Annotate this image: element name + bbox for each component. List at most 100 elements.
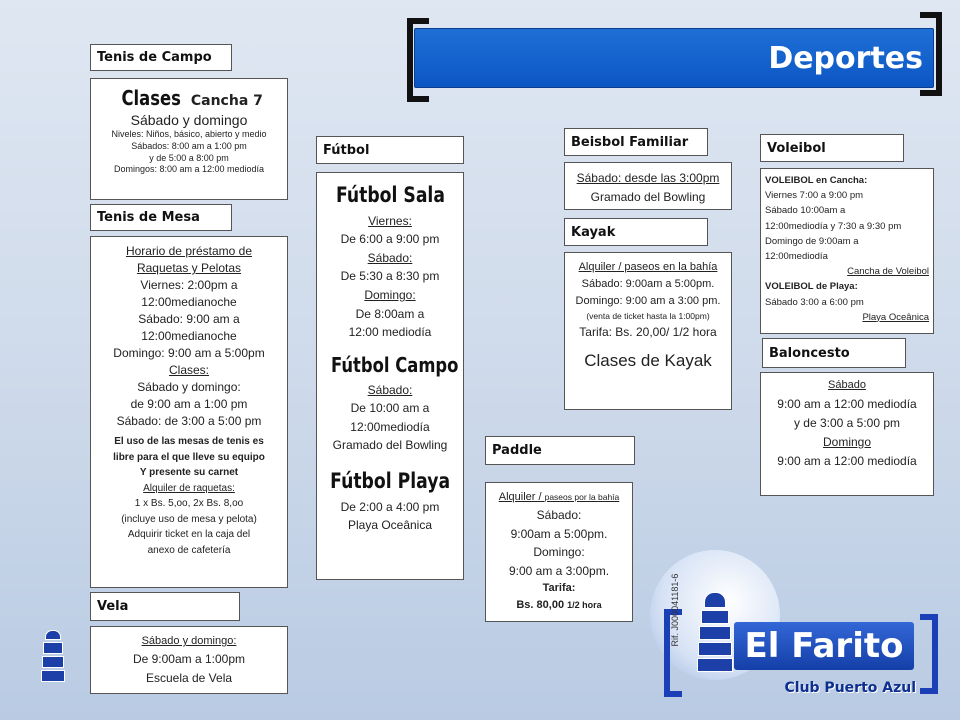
tm-clases-h2: Sábado: de 3:00 a 5:00 pm	[116, 414, 262, 429]
voleibol-cancha-title: VOLEIBOL en Cancha:	[765, 175, 868, 186]
voleibol-l3: 12:00mediodía y 7:30 a 9:30 pm	[765, 220, 902, 232]
clases-label: Clases	[121, 86, 181, 110]
tm-alquiler: Alquiler de raquetas:	[143, 482, 235, 494]
tm-sabado2: 12:00medianoche	[141, 329, 237, 344]
voleibol-box: VOLEIBOL en Cancha: Viernes 7:00 a 9:00 …	[760, 168, 934, 334]
vela-header: Vela	[90, 592, 240, 621]
tm-viernes2: 12:00medianoche	[141, 295, 237, 310]
kayak-domingo: Domingo: 9:00 am a 3:00 pm.	[575, 295, 721, 308]
paddle-sabado-h: 9:00am a 5:00pm.	[510, 526, 608, 541]
voleibol-playa-h: Sábado 3:00 a 6:00 pm	[765, 296, 864, 308]
tm-incluye: (incluye uso de mesa y pelota)	[121, 513, 257, 525]
tm-alquiler-block: Alquiler de raquetas: 1 x Bs. 5,oo, 2x B…	[91, 481, 287, 559]
page-title: Deportes	[768, 40, 923, 76]
paddle-precio-b: 1/2 hora	[567, 600, 602, 611]
baloncesto-h2: y de 3:00 a 5:00 pm	[793, 415, 901, 430]
voleibol-l1: Viernes 7:00 a 9:00 pm	[765, 190, 864, 202]
futbol-campo-lugar: Gramado del Bowling	[332, 438, 448, 453]
tm-adquirir2: anexo de cafetería	[147, 544, 231, 556]
kayak-alquiler: Alquiler / paseos en la bahía	[578, 261, 718, 273]
kayak-box: Alquiler / paseos en la bahía Sábado: 9:…	[564, 252, 732, 410]
baloncesto-sabado: Sábado	[828, 379, 866, 391]
futbol-domingo-h1: De 8:00am a	[355, 306, 425, 321]
logo-bracket-left	[664, 609, 682, 697]
tenis-campo-niveles: Niveles: Niños, básico, abierto y medio	[111, 129, 267, 140]
futbol-viernes: Viernes:	[368, 213, 412, 228]
futbol-header: Fútbol	[316, 136, 464, 164]
futbol-campo-h2: 12:00mediodía	[350, 419, 430, 434]
voleibol-l4: Domingo de 9:00am a	[765, 235, 859, 247]
paddle-domingo-h: 9:00 am a 3:00pm.	[508, 563, 610, 578]
vela-box: Sábado y domingo: De 9:00am a 1:00pm Esc…	[90, 626, 288, 694]
tenis-campo-dias: Sábado y domingo	[130, 112, 248, 128]
paddle-alquiler-a: Alquiler /	[498, 491, 542, 503]
tenis-campo-sabados: Sábados: 8:00 am a 1:00 pm	[131, 140, 247, 151]
paddle-sabado: Sábado:	[536, 508, 582, 523]
futbol-playa-title: Fútbol Playa	[330, 469, 451, 494]
tenis-mesa-box: Horario de préstamo de Raquetas y Pelota…	[90, 236, 288, 588]
tm-domingo: Domingo: 9:00 am a 5:00pm	[113, 346, 265, 361]
banner-bracket-right	[920, 12, 942, 96]
futbol-campo-sabado: Sábado:	[367, 382, 413, 397]
tm-sabado1: Sábado: 9:00 am a	[138, 312, 240, 327]
paddle-alquiler-b: paseos por la bahía	[544, 492, 620, 502]
tenis-campo-domingos: Domingos: 8:00 am a 12:00 mediodía	[113, 164, 265, 175]
tm-viernes1: Viernes: 2:00pm a	[140, 278, 238, 293]
voleibol-l2: Sábado 10:00am a	[765, 205, 846, 217]
lighthouse-icon	[40, 630, 66, 684]
tm-adquirir1: Adquirir ticket en la caja del	[127, 529, 251, 541]
tm-clases-h1: de 9:00 am a 1:00 pm	[130, 397, 248, 412]
tm-uso1: El uso de las mesas de tenis es	[114, 436, 264, 448]
baloncesto-domingo: Domingo	[822, 434, 872, 449]
club-name: El Farito	[744, 626, 904, 666]
baloncesto-box: Sábado 9:00 am a 12:00 mediodía y de 3:0…	[760, 372, 934, 496]
club-lighthouse-icon	[696, 592, 734, 674]
paddle-domingo: Domingo:	[533, 545, 585, 560]
tenis-campo-tarde: y de 5:00 a 8:00 pm	[149, 152, 229, 163]
vela-horario: De 9:00am a 1:00pm	[132, 652, 246, 667]
paddle-alquiler: Alquiler / paseos por la bahía	[486, 489, 632, 506]
futbol-playa-lugar: Playa Oceânica	[347, 518, 433, 533]
voleibol-l5: 12:00mediodía	[765, 250, 828, 262]
voleibol-cancha-link[interactable]: Cancha de Voleibol	[847, 266, 929, 278]
futbol-box: Fútbol Sala Viernes: De 6:00 a 9:00 pm S…	[316, 172, 464, 580]
tenis-campo-header: Tenis de Campo	[90, 44, 232, 71]
voleibol-playa-link[interactable]: Playa Oceânica	[862, 311, 929, 323]
paddle-tarifa: Tarifa:	[542, 582, 576, 595]
futbol-viernes-h: De 6:00 a 9:00 pm	[340, 232, 440, 247]
rif-number: Rif. J000041181-6	[670, 573, 680, 647]
tm-horario1: Horario de préstamo de	[125, 244, 253, 258]
tm-uso: El uso de las mesas de tenis es libre pa…	[91, 434, 287, 481]
baloncesto-header: Baloncesto	[762, 338, 906, 368]
voleibol-header: Voleibol	[760, 134, 904, 162]
futbol-campo-title: Fútbol Campo	[330, 352, 459, 377]
tm-clases: Clases:	[168, 363, 209, 378]
kayak-venta: (venta de ticket hasta la 1:00pm)	[586, 311, 710, 322]
vela-escuela: Escuela de Vela	[145, 670, 233, 685]
kayak-clases: Clases de Kayak	[584, 350, 712, 370]
kayak-tarifa: Tarifa: Bs. 20,00/ 1/2 hora	[579, 325, 717, 340]
club-name-box: El Farito	[734, 622, 914, 670]
baloncesto-h1: 9:00 am a 12:00 mediodía	[777, 396, 917, 411]
tm-uso2: libre para el que lleve su equipo	[113, 451, 265, 463]
tm-precio: 1 x Bs. 5,oo, 2x Bs. 8,oo	[134, 498, 244, 510]
banner-bracket-left	[407, 18, 429, 102]
futbol-playa-h: De 2:00 a 4:00 pm	[340, 499, 440, 514]
futbol-sabado: Sábado:	[367, 250, 413, 265]
tm-uso3: Y presente su carnet	[139, 467, 239, 479]
paddle-box: Alquiler / paseos por la bahía Sábado: 9…	[485, 482, 633, 622]
paddle-precio: Bs. 80,00	[516, 599, 565, 612]
beisbol-box: Sábado: desde las 3:00pm Gramado del Bow…	[564, 162, 732, 210]
beisbol-lugar: Gramado del Bowling	[590, 190, 706, 205]
club-subtitle: Club Puerto Azul	[784, 680, 917, 696]
paddle-precio-line: Bs. 80,00 1/2 hora	[486, 597, 632, 614]
tenis-campo-box: Clases Cancha 7 Sábado y domingo Niveles…	[90, 78, 288, 200]
title-banner: Deportes	[414, 28, 934, 88]
cancha-label: Cancha 7	[190, 93, 263, 109]
vela-dias: Sábado y domingo:	[141, 635, 237, 647]
kayak-header: Kayak	[564, 218, 708, 246]
tm-horario2: Raquetas y Pelotas	[136, 261, 242, 276]
futbol-domingo-h2: 12:00 mediodía	[348, 325, 432, 340]
futbol-sabado-h: De 5:30 a 8:30 pm	[340, 269, 440, 284]
kayak-sabado: Sábado: 9:00am a 5:00pm.	[581, 278, 715, 291]
